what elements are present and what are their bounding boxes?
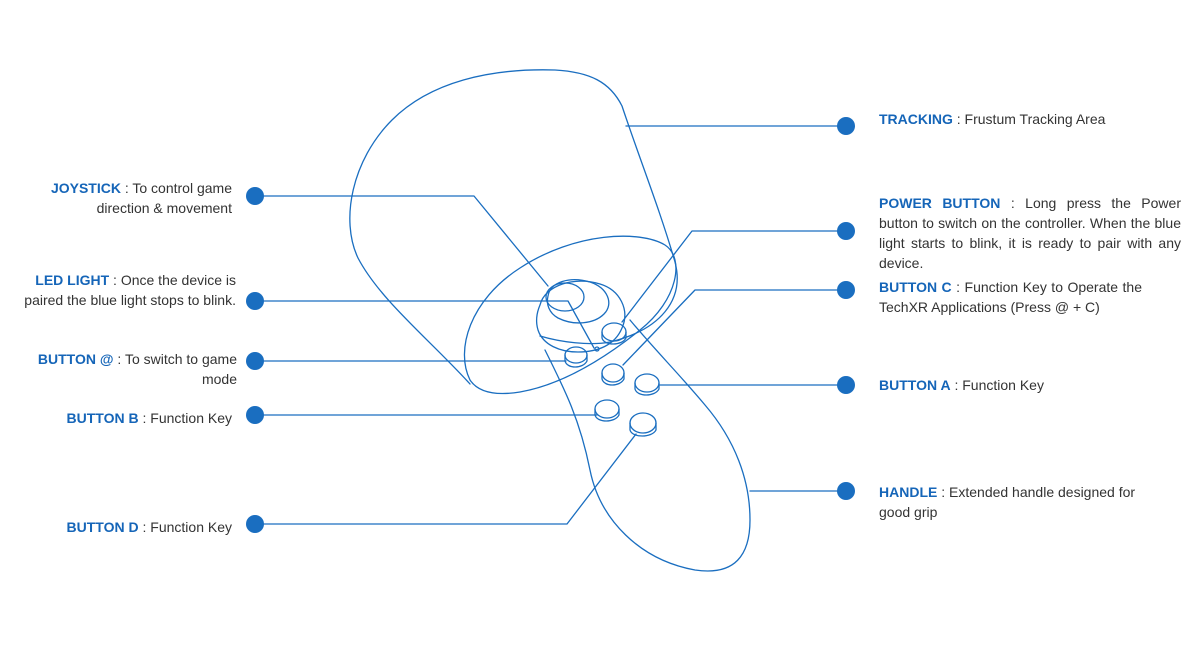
power-key: POWER BUTTON — [879, 195, 1001, 211]
tracking-label: TRACKING : Frustum Tracking Area — [879, 109, 1179, 129]
button-b-desc: : Function Key — [138, 410, 232, 426]
button-a-desc: : Function Key — [950, 377, 1044, 393]
button-at-dot — [246, 352, 264, 370]
button-d-key: BUTTON D — [66, 519, 139, 535]
handle-desc: : Extended handle designed for good grip — [879, 484, 1136, 520]
power-leader — [621, 230, 847, 323]
button-c-label: BUTTON C : Function Key to Operate the T… — [879, 277, 1142, 317]
button-at-shape — [564, 346, 588, 368]
button-d-dot — [246, 515, 264, 533]
power-label: POWER BUTTON : Long press the Power butt… — [879, 193, 1181, 273]
led-light — [594, 346, 600, 352]
button-at-key: BUTTON @ — [37, 351, 114, 367]
button-b-shape — [594, 399, 620, 422]
joystick-leader — [254, 195, 549, 287]
handle-key: HANDLE — [879, 484, 938, 500]
button-c-shape — [601, 363, 625, 386]
joystick-key: JOYSTICK — [50, 180, 121, 196]
button-b-dot — [246, 406, 264, 424]
button-c-desc: : Function Key to Operate the TechXR App… — [879, 279, 1142, 315]
button-c-dot — [837, 281, 855, 299]
joystick-cap — [545, 282, 585, 312]
button-b-key: BUTTON B — [66, 410, 139, 426]
power-button-shape — [601, 322, 627, 345]
button-a-shape — [634, 373, 660, 396]
led-dot — [246, 292, 264, 310]
button-a-key: BUTTON A — [879, 377, 951, 393]
button-a-dot — [837, 376, 855, 394]
tracking-ring-face — [463, 235, 677, 395]
power-desc: : Long press the Power button to switch … — [879, 195, 1181, 271]
button-c-key: BUTTON C — [879, 279, 952, 295]
button-at-desc: : To switch to game mode — [113, 351, 237, 387]
joystick-ring — [546, 279, 610, 324]
tracking-dot — [837, 117, 855, 135]
button-d-leader — [254, 433, 637, 525]
tracking-desc: : Frustum Tracking Area — [952, 111, 1106, 127]
power-dot — [837, 222, 855, 240]
button-b-label: BUTTON B : Function Key — [30, 408, 232, 428]
led-desc: : Once the device is paired the blue lig… — [24, 272, 236, 308]
led-leader — [254, 300, 595, 349]
joystick-desc: : To control game direction & movement — [96, 180, 232, 216]
tracking-key: TRACKING — [879, 111, 953, 127]
joystick-dot — [246, 187, 264, 205]
button-d-shape — [629, 412, 657, 437]
button-d-desc: : Function Key — [138, 519, 232, 535]
tracking-ring-outline — [349, 69, 678, 385]
led-label: LED LIGHT : Once the device is paired th… — [8, 270, 236, 310]
led-key: LED LIGHT — [35, 272, 110, 288]
handle-dot — [837, 482, 855, 500]
button-at-label: BUTTON @ : To switch to game mode — [0, 349, 237, 389]
button-a-label: BUTTON A : Function Key — [879, 375, 1179, 395]
handle-outline — [544, 319, 751, 572]
handle-label: HANDLE : Extended handle designed for go… — [879, 482, 1147, 522]
joystick-label: JOYSTICK : To control game direction & m… — [40, 178, 232, 218]
button-c-leader — [622, 289, 847, 366]
button-d-label: BUTTON D : Function Key — [30, 517, 232, 537]
